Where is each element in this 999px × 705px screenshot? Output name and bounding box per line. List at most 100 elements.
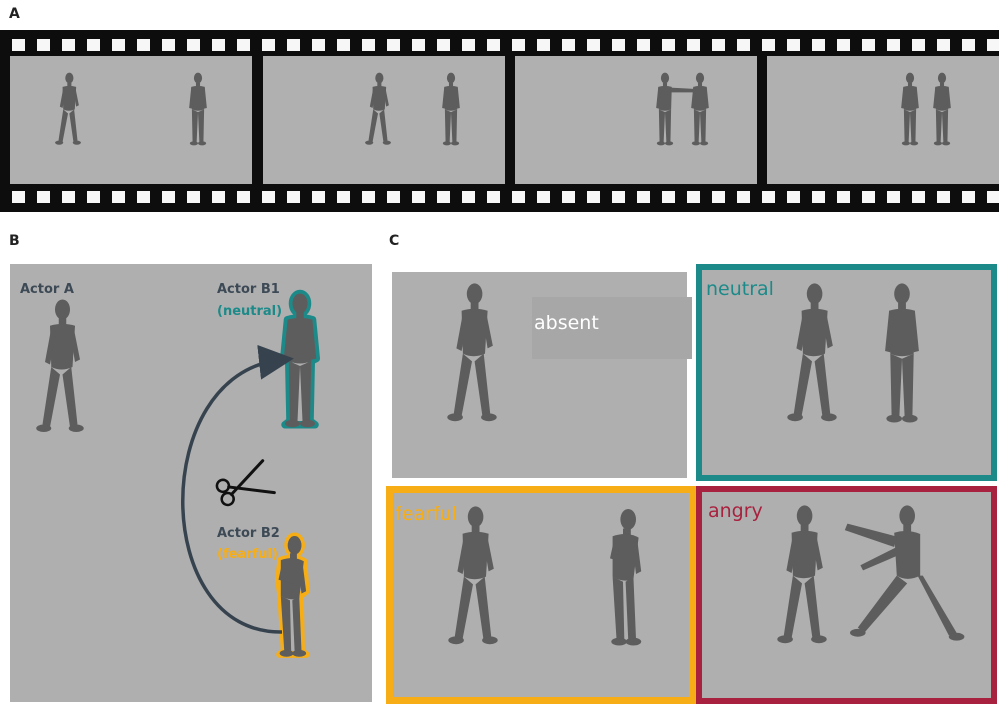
sprocket-hole [987, 191, 999, 203]
neutral-figures [702, 270, 991, 475]
sprocket-hole [187, 191, 200, 203]
sprocket-hole [137, 39, 150, 51]
sprocket-holes-bottom [0, 191, 999, 203]
angry-figures [702, 492, 991, 698]
sprocket-hole [962, 39, 975, 51]
sprocket-hole [462, 39, 475, 51]
sprocket-hole [362, 191, 375, 203]
sprocket-hole [37, 191, 50, 203]
sprocket-hole [987, 39, 999, 51]
panel-label-b: B [9, 233, 20, 249]
sprocket-hole [137, 191, 150, 203]
sprocket-hole [662, 191, 675, 203]
actor-b-figure [885, 283, 919, 422]
sprocket-hole [487, 191, 500, 203]
figure-left [55, 73, 81, 145]
sprocket-hole [837, 39, 850, 51]
sprocket-hole [387, 191, 400, 203]
film-strip [0, 30, 999, 212]
sprocket-hole [612, 191, 625, 203]
sprocket-hole [362, 39, 375, 51]
sprocket-hole [512, 39, 525, 51]
fearful-figures [393, 493, 689, 697]
sprocket-hole [912, 39, 925, 51]
sprocket-hole [162, 39, 175, 51]
sprocket-hole [312, 39, 325, 51]
sprocket-hole [712, 39, 725, 51]
sprocket-hole [787, 39, 800, 51]
sprocket-hole [87, 191, 100, 203]
sprocket-hole [687, 191, 700, 203]
panel-b-drawing [10, 264, 372, 702]
sprocket-hole [937, 39, 950, 51]
sprocket-hole [887, 191, 900, 203]
sprocket-hole [462, 191, 475, 203]
panel-label-a: A [9, 6, 20, 22]
sprocket-hole [437, 191, 450, 203]
sprocket-hole [762, 191, 775, 203]
sprocket-hole [862, 39, 875, 51]
sprocket-hole [637, 39, 650, 51]
sprocket-hole [337, 191, 350, 203]
sprocket-hole [562, 191, 575, 203]
sprocket-holes-top [0, 39, 999, 51]
sprocket-hole [337, 39, 350, 51]
sprocket-hole [37, 39, 50, 51]
sprocket-hole [587, 39, 600, 51]
sprocket-hole [562, 39, 575, 51]
actor-a-figure [36, 300, 84, 433]
sprocket-hole [112, 191, 125, 203]
actor-b-figure [610, 509, 641, 646]
sprocket-hole [512, 191, 525, 203]
figure-right [189, 73, 207, 146]
sprocket-hole [937, 191, 950, 203]
sprocket-hole [762, 39, 775, 51]
sprocket-hole [262, 191, 275, 203]
actor-b-figure [845, 505, 965, 640]
condition-neutral: neutral [696, 264, 997, 481]
sprocket-hole [962, 191, 975, 203]
sprocket-hole [387, 39, 400, 51]
figure-right-turning [933, 73, 951, 146]
sprocket-hole [612, 39, 625, 51]
sprocket-hole [537, 39, 550, 51]
scissors-icon [214, 461, 274, 511]
sprocket-hole [687, 39, 700, 51]
sprocket-hole [837, 191, 850, 203]
sprocket-hole [62, 39, 75, 51]
film-frame-3 [515, 56, 757, 184]
sprocket-hole [62, 191, 75, 203]
actor-a-figure [787, 283, 836, 421]
sprocket-hole [787, 191, 800, 203]
film-frame-2 [263, 56, 505, 184]
sprocket-hole [737, 39, 750, 51]
sprocket-hole [537, 191, 550, 203]
actor-a-figure [448, 506, 497, 644]
absent-figures [392, 272, 687, 478]
figure-right [691, 73, 709, 146]
sprocket-hole [237, 191, 250, 203]
panel-label-c: C [389, 233, 399, 249]
sprocket-hole [887, 39, 900, 51]
actor-a-figure [777, 505, 826, 643]
sprocket-hole [112, 39, 125, 51]
condition-angry: angry [696, 486, 997, 704]
figure-left-reaching [656, 73, 696, 146]
sprocket-hole [637, 191, 650, 203]
frame-2-figures [263, 56, 505, 184]
sprocket-hole [237, 39, 250, 51]
actor-a-figure [447, 283, 496, 421]
figure-right [442, 73, 460, 146]
sprocket-hole [912, 191, 925, 203]
sprocket-hole [412, 39, 425, 51]
sprocket-hole [187, 39, 200, 51]
sprocket-hole [212, 191, 225, 203]
sprocket-hole [287, 191, 300, 203]
sprocket-hole [862, 191, 875, 203]
actor-b2-figure [279, 536, 307, 657]
sprocket-hole [812, 39, 825, 51]
film-frame-4 [767, 56, 999, 184]
sprocket-hole [262, 39, 275, 51]
film-frame-1 [10, 56, 252, 184]
sprocket-hole [437, 39, 450, 51]
